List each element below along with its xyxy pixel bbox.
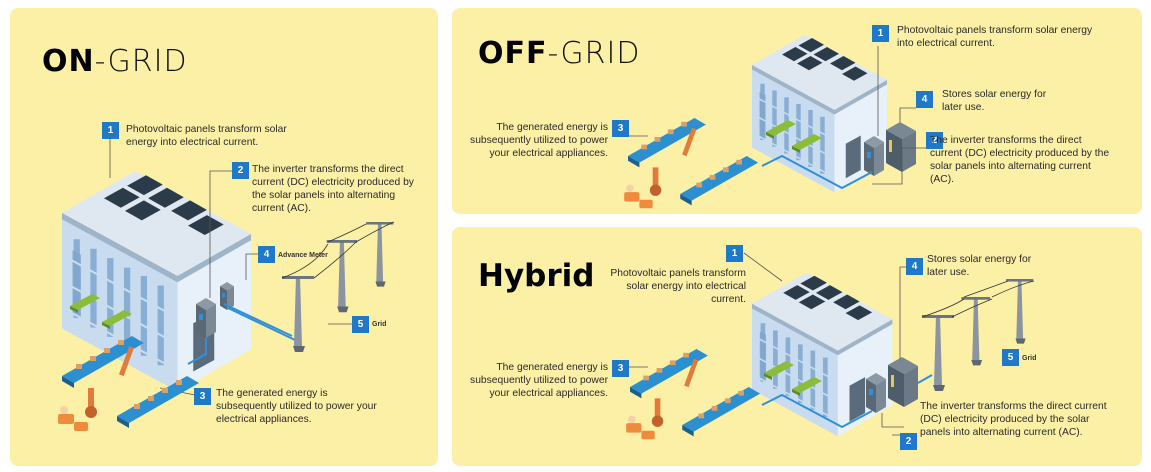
hyb-step-1-text: Photovoltaic panels transform solar ener… bbox=[610, 268, 746, 305]
off-step-1-badge: 1 bbox=[872, 25, 889, 42]
on-step-3-text: The generated energy is subsequently uti… bbox=[216, 388, 377, 425]
hyb-step-3-text: The generated energy is subsequently uti… bbox=[470, 362, 608, 399]
off-grid-title: OFF-GRID bbox=[478, 36, 640, 71]
off-step-3-badge: 3 bbox=[612, 120, 629, 137]
hyb-step-5-text: Grid bbox=[1022, 355, 1037, 362]
off-step-3-text: The generated energy is subsequently uti… bbox=[470, 122, 608, 159]
hyb-step-5-badge: 5 bbox=[1002, 349, 1019, 366]
on-grid-title: ON-GRID bbox=[42, 44, 188, 79]
on-step-4-text: Advance Meter bbox=[278, 252, 328, 259]
inverter-icon bbox=[864, 136, 884, 176]
hyb-step-4-text: Stores solar energy for later use. bbox=[927, 254, 1032, 278]
on-grid-title-bold: ON bbox=[42, 44, 95, 79]
on-step-1-badge: 1 bbox=[102, 122, 119, 139]
off-grid-title-light: -GRID bbox=[547, 36, 641, 71]
hyb-step-4-badge: 4 bbox=[906, 258, 923, 275]
on-step-3-badge: 3 bbox=[194, 388, 211, 405]
factory-icon bbox=[626, 349, 761, 440]
hyb-step-1-badge: 1 bbox=[726, 245, 743, 262]
hyb-step-2-text: The inverter transforms the direct curre… bbox=[920, 401, 1107, 438]
on-step-2-text: The inverter transforms the direct curre… bbox=[252, 164, 414, 214]
battery-icon bbox=[886, 122, 916, 172]
off-step-1-text: Photovoltaic panels transform solar ener… bbox=[897, 25, 1093, 49]
hybrid-illustration bbox=[626, 252, 1035, 440]
on-step-5-text: Grid bbox=[372, 321, 387, 328]
off-step-4-badge: 4 bbox=[916, 91, 933, 108]
hyb-step-2-badge: 2 bbox=[900, 433, 917, 450]
off-grid-illustration bbox=[624, 8, 928, 209]
inverter-icon bbox=[196, 298, 216, 338]
off-grid-title-bold: OFF bbox=[478, 36, 548, 71]
on-step-4-badge: 4 bbox=[258, 246, 275, 263]
on-grid-illustration bbox=[58, 139, 395, 431]
hybrid-title: Hybrid bbox=[478, 258, 595, 294]
pylon-icon bbox=[282, 222, 394, 352]
off-step-4-text: Stores solar energy for later use. bbox=[942, 89, 1047, 113]
on-step-2-badge: 2 bbox=[232, 162, 249, 179]
hyb-step-3-badge: 3 bbox=[612, 360, 629, 377]
on-grid-title-light: -GRID bbox=[94, 44, 188, 79]
on-step-5-badge: 5 bbox=[352, 316, 369, 333]
battery-icon bbox=[888, 357, 918, 407]
inverter-icon bbox=[866, 373, 886, 413]
pylon-icon bbox=[922, 279, 1034, 391]
off-step-2-badge: 2 bbox=[926, 132, 943, 149]
on-step-1-text: Photovoltaic panels transform solar ener… bbox=[126, 124, 287, 148]
factory-icon bbox=[624, 118, 759, 209]
off-step-2-text: The inverter transforms the direct curre… bbox=[930, 135, 1110, 185]
